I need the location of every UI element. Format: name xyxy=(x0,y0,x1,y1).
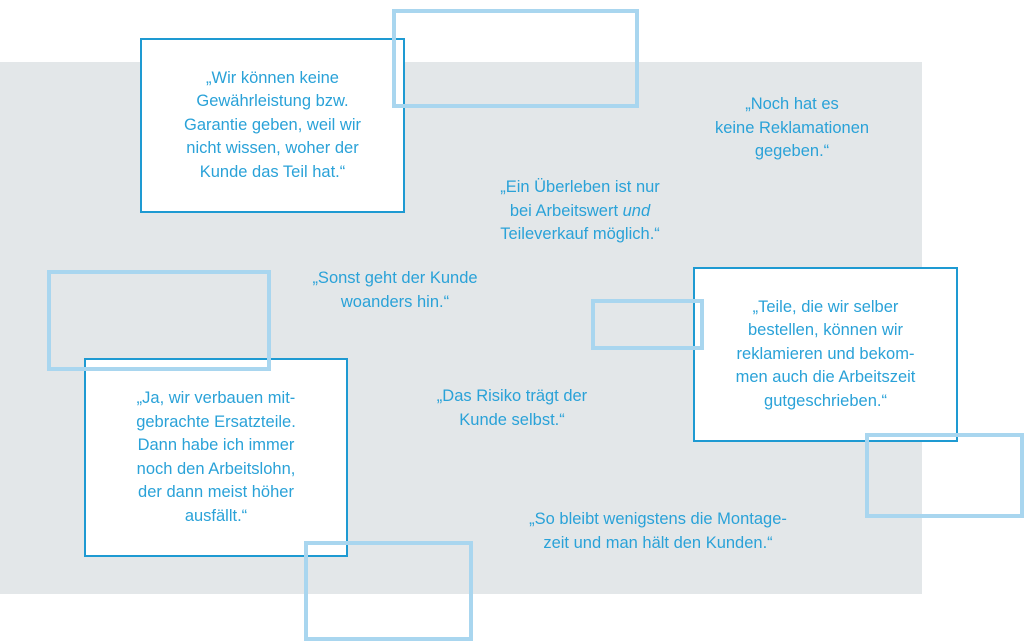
quote-line: gutgeschrieben.“ xyxy=(764,391,887,410)
quote-box-gewaehrleistung: „Wir können keine Gewährleistung bzw. Ga… xyxy=(140,38,405,213)
decorative-frame xyxy=(392,9,639,108)
quote-line: bestellen, können wir xyxy=(747,321,903,340)
quote-line: woanders hin.“ xyxy=(340,292,450,311)
quote-line: „Das Risiko trägt der xyxy=(436,387,588,405)
quote-line: keine Reklamationen xyxy=(714,118,870,137)
quote-montage: „So bleibt wenigstens die Montage- zeit … xyxy=(529,508,787,555)
quote-ueberleben: „Ein Überleben ist nur bei Arbeitswert u… xyxy=(500,176,660,247)
quote-line: Kunde das Teil hat.“ xyxy=(199,162,346,181)
quote-line: „Noch hat es xyxy=(745,95,839,113)
decorative-frame xyxy=(304,541,473,641)
quote-mitgebracht: „Ja, wir verbauen mit- gebrachte Ersatzt… xyxy=(136,387,296,528)
quote-emphasis: und xyxy=(622,201,651,220)
quote-line: men auch die Arbeitszeit xyxy=(735,368,916,387)
quote-line: nicht wissen, woher der xyxy=(186,139,359,158)
quote-line: Kunde selbst.“ xyxy=(459,410,565,429)
quote-line: Garantie geben, weil wir xyxy=(183,115,361,134)
quote-line: Dann habe ich immer xyxy=(137,436,295,454)
quote-line: „Ein Überleben ist nur xyxy=(500,178,660,196)
quote-line: noch den Arbeitslohn, xyxy=(136,459,296,478)
quote-gewaehrleistung: „Wir können keine Gewährleistung bzw. Ga… xyxy=(184,67,361,185)
quote-line: gegeben.“ xyxy=(754,142,830,160)
quote-line: „Ja, wir verbauen mit- xyxy=(136,389,296,407)
quote-line: zeit und man hält den Kunden.“ xyxy=(543,533,773,552)
quote-line: „Wir können keine xyxy=(206,68,339,87)
quote-line: Teileverkauf möglich.“ xyxy=(500,225,660,243)
quote-line: ausfällt.“ xyxy=(184,506,248,525)
decorative-frame xyxy=(865,433,1024,518)
quote-line: reklamieren und bekom- xyxy=(736,344,915,363)
quote-line: „Teile, die wir selber xyxy=(752,297,899,316)
quote-line: „Sonst geht der Kunde xyxy=(312,269,478,287)
quote-line: bei Arbeitswert und xyxy=(500,200,660,224)
quote-reklamationen: „Noch hat es keine Reklamationen gegeben… xyxy=(715,93,869,164)
quote-text: bei Arbeitswert xyxy=(509,201,623,220)
quote-risiko: „Das Risiko trägt der Kunde selbst.“ xyxy=(437,385,587,432)
quote-box-mitgebracht: „Ja, wir verbauen mit- gebrachte Ersatzt… xyxy=(84,358,348,557)
quote-line: „So bleibt wenigstens die Montage- xyxy=(529,510,787,528)
decorative-frame xyxy=(47,270,271,371)
quote-line: Gewährleistung bzw. xyxy=(196,92,349,111)
quote-woanders: „Sonst geht der Kunde woanders hin.“ xyxy=(312,267,477,314)
quote-teile: „Teile, die wir selber bestellen, können… xyxy=(736,296,916,414)
quote-box-teile: „Teile, die wir selber bestellen, können… xyxy=(693,267,958,442)
quote-line: der dann meist höher xyxy=(138,483,294,501)
quote-line: gebrachte Ersatzteile. xyxy=(136,412,296,431)
decorative-frame xyxy=(591,299,704,350)
